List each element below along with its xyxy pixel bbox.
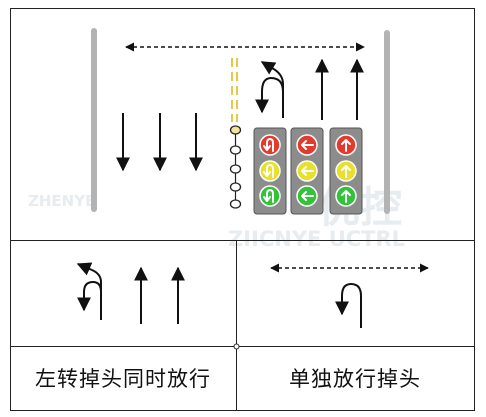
curb-left	[91, 28, 97, 212]
column-divider-node	[233, 343, 240, 350]
northbound-lane-arrows	[255, 58, 364, 120]
u-turn-arrow-icon	[259, 185, 281, 207]
traffic-signals	[253, 127, 363, 215]
u-turn-arrow-icon	[259, 160, 281, 182]
left-arrow-icon	[296, 160, 318, 182]
up-arrow-icon	[335, 185, 357, 207]
lane-studs	[229, 125, 242, 209]
up-arrow-icon	[335, 134, 357, 156]
up-arrow-icon	[335, 160, 357, 182]
uturn-only-diagram	[270, 263, 429, 328]
left-turn-signal	[290, 127, 324, 215]
uturn-left-arrow	[255, 76, 284, 118]
u-turn-arrow-icon	[259, 134, 281, 156]
caption-left-turn-uturn-simultaneous: 左转掉头同时放行	[35, 367, 211, 391]
straight-signal	[329, 127, 363, 215]
watermark-mark: ZHENYE	[28, 192, 95, 210]
uturn-signal	[253, 127, 287, 215]
watermark-sub: ZIICNYE UCTRL	[228, 227, 405, 251]
left-arrow-icon	[296, 134, 318, 156]
left-turn-arrow-segment	[260, 61, 284, 92]
southbound-lane-arrows	[116, 113, 203, 172]
combined-release-diagram	[76, 262, 185, 324]
curb-right	[384, 30, 390, 214]
caption-uturn-released-alone: 单独放行掉头	[289, 367, 421, 391]
uturn-only-arrow	[335, 282, 362, 328]
diagram-frame	[10, 8, 475, 411]
left-arrow-icon	[296, 185, 318, 207]
combo-left-arrow	[76, 262, 102, 292]
combo-uturn-arrow	[77, 280, 102, 320]
